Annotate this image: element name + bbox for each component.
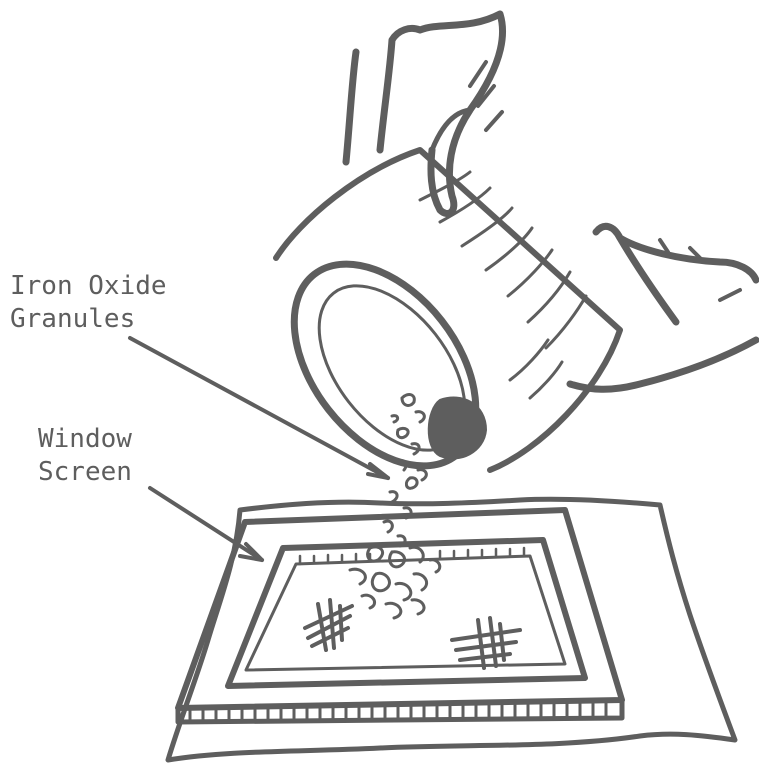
label-window-screen: Window Screen [38,423,132,489]
falling-granules [350,395,440,618]
granules-in-can [429,398,486,459]
granule-pile-right [452,618,520,668]
label-iron-oxide-line2: Granules [10,303,167,336]
can-ridges [420,172,586,398]
upper-hand [346,14,503,214]
can-mouth [257,230,512,500]
granule-pile-left [305,600,352,650]
upper-hand-lines [470,62,502,130]
lower-hand-lines [660,240,740,300]
label-window-screen-line1: Window [38,423,132,456]
label-iron-oxide-granules: Iron Oxide Granules [10,270,167,336]
pointer-iron-oxide [130,338,388,478]
screen-mesh-area [246,556,565,670]
label-iron-oxide-line1: Iron Oxide [10,270,167,303]
label-window-screen-line2: Screen [38,456,132,489]
